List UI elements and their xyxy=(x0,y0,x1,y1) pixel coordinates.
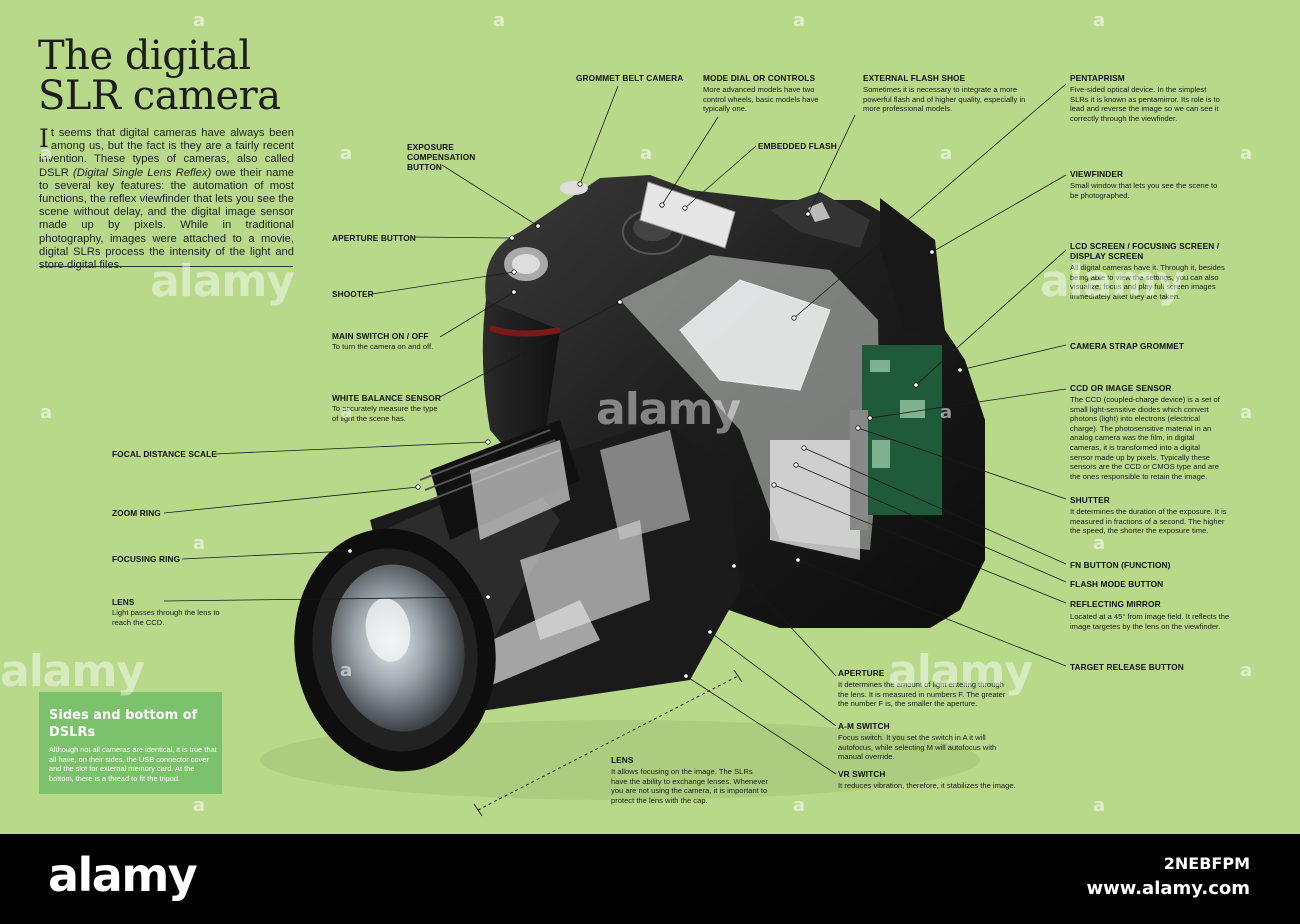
label-main-switch-text: To turn the camera on and off. xyxy=(332,342,434,351)
label-shutter-text: It determines the duration of the exposu… xyxy=(1070,507,1227,536)
intro-divider xyxy=(39,266,293,267)
footer-logo: alamy xyxy=(48,848,198,902)
label-pentaprism-title: PENTAPRISM xyxy=(1070,73,1125,83)
label-shutter-title: SHUTTER xyxy=(1070,495,1110,505)
label-external-flash-text: Sometimes it is necessary to integrate a… xyxy=(863,85,1026,114)
watermark-logo: alamy xyxy=(150,256,295,307)
watermark-mark: a xyxy=(940,402,953,423)
label-lens-left-title: LENS xyxy=(112,597,135,607)
label-viewfinder-title: VIEWFINDER xyxy=(1070,169,1124,179)
label-white-balance-title: WHITE BALANCE SENSOR xyxy=(332,393,441,403)
label-flash-mode-title: FLASH MODE BUTTON xyxy=(1070,579,1164,589)
label-zoom-ring-title: ZOOM RING xyxy=(112,508,161,518)
label-external-flash-title: EXTERNAL FLASH SHOE xyxy=(863,73,966,83)
label-reflecting-mirror-text: Located at a 45° from image field. It re… xyxy=(1070,612,1230,631)
label-shooter-title: SHOOTER xyxy=(332,289,374,299)
label-white-balance-text: To accurately measure the type of light … xyxy=(332,404,438,423)
watermark-mark: a xyxy=(940,143,953,164)
watermark-mark: a xyxy=(1093,10,1106,31)
watermark-mark: a xyxy=(1093,795,1106,816)
label-exposure-title: EXPOSURE COMPENSATION BUTTON xyxy=(407,142,476,172)
intro-text-2: owe their name to several key features: … xyxy=(39,166,294,271)
label-vr-switch-title: VR SWITCH xyxy=(838,769,886,779)
page-title: The digital SLR camera xyxy=(38,36,298,116)
watermark-mark: a xyxy=(793,795,806,816)
watermark-mark: a xyxy=(193,10,206,31)
label-focusing-ring-title: FOCUSING RING xyxy=(112,554,181,564)
watermark-mark: a xyxy=(1240,402,1253,423)
label-ccd-title: CCD or IMAGE SENSOR xyxy=(1070,383,1172,393)
sidebox: Sides and bottom of DSLRs Although not a… xyxy=(39,692,222,794)
footer-image-id: 2NEBFPM xyxy=(1163,854,1250,873)
label-lens-bottom-text: It allows focusing on the image. The SLR… xyxy=(611,767,769,805)
label-vr-switch-text: It reduces vibration, therefore, it stab… xyxy=(838,781,1016,790)
label-lens-bottom-title: LENS xyxy=(611,755,634,765)
label-reflecting-mirror-title: REFLECTING MIRROR xyxy=(1070,599,1161,609)
label-am-switch-title: A-M SWITCH xyxy=(838,721,890,731)
label-strap-grommet-title: CAMERA STRAP GROMMET xyxy=(1070,341,1185,351)
watermark-mark: a xyxy=(1240,143,1253,164)
label-embedded-flash-title: EMBEDDED FLASH xyxy=(758,141,837,151)
footer-url: www.alamy.com xyxy=(1086,878,1250,899)
label-lcd-title: LCD SCREEN / FOCUSING SCREEN / DISPLAY S… xyxy=(1070,241,1220,261)
watermark-mark: a xyxy=(193,795,206,816)
label-aperture-title: APERTURE xyxy=(838,668,885,678)
label-viewfinder-text: Small window that lets you see the scene… xyxy=(1070,181,1218,200)
watermark-logo: alamy xyxy=(0,646,145,697)
watermark-mark: a xyxy=(793,10,806,31)
title-line-2: SLR camera xyxy=(38,73,281,119)
watermark-mark: a xyxy=(40,143,53,164)
title-line-1: The digital xyxy=(38,33,251,79)
watermark-logo: alamy xyxy=(888,646,1033,697)
label-aperture-button-title: APERTURE BUTTON xyxy=(332,233,416,243)
label-am-switch-text: Focus switch. It you set the switch in A… xyxy=(838,733,997,762)
watermark-logo: alamy xyxy=(1040,256,1185,307)
watermark-mark: a xyxy=(340,402,353,423)
watermark-mark: a xyxy=(40,402,53,423)
watermark-logo: alamy xyxy=(596,384,741,435)
sidebox-title: Sides and bottom of DSLRs xyxy=(49,708,198,740)
watermark-mark: a xyxy=(640,143,653,164)
label-lens-left-text: Light passes through the lens to reach t… xyxy=(112,608,220,627)
intro-text-italic: (Digital Single Lens Reflex) xyxy=(73,166,212,179)
label-focal-scale-title: FOCAL DISTANCE SCALE xyxy=(112,449,217,459)
camera-illustration xyxy=(163,83,1067,817)
watermark-mark: a xyxy=(1093,533,1106,554)
watermark-mark: a xyxy=(193,533,206,554)
label-ccd-text: The CCD (coupled-charge device) is a set… xyxy=(1070,395,1220,481)
watermark-mark: a xyxy=(493,10,506,31)
label-aperture-text: It determines the amount of light enteri… xyxy=(838,680,1006,709)
leader-lines xyxy=(163,83,1067,775)
watermark-mark: a xyxy=(340,143,353,164)
label-main-switch-title: MAIN SWITCH ON / OFF xyxy=(332,331,429,341)
watermark-mark: a xyxy=(340,660,353,681)
label-target-release-title: TARGET RELEASE BUTTON xyxy=(1070,662,1184,672)
label-grommet-belt-title: GROMMET BELT CAMERA xyxy=(576,73,684,83)
label-pentaprism-text: Five-sided optical device. In the simple… xyxy=(1070,85,1220,123)
intro-text-1: t seems that digital cameras have always… xyxy=(39,127,294,179)
label-lcd-text: All digital cameras have it. Through it,… xyxy=(1070,263,1225,301)
watermark-mark: a xyxy=(1240,660,1253,681)
label-mode-dial-text: More advanced models have two control wh… xyxy=(703,85,819,114)
footer-bar xyxy=(0,834,1300,924)
drop-cap: I xyxy=(39,124,49,153)
label-fn-button-title: Fn BUTTON (FUNCTION) xyxy=(1070,560,1171,570)
sidebox-text: Although not all cameras are identical, … xyxy=(49,745,217,783)
label-mode-dial-title: MODE DIAL OR CONTROLS xyxy=(703,73,816,83)
